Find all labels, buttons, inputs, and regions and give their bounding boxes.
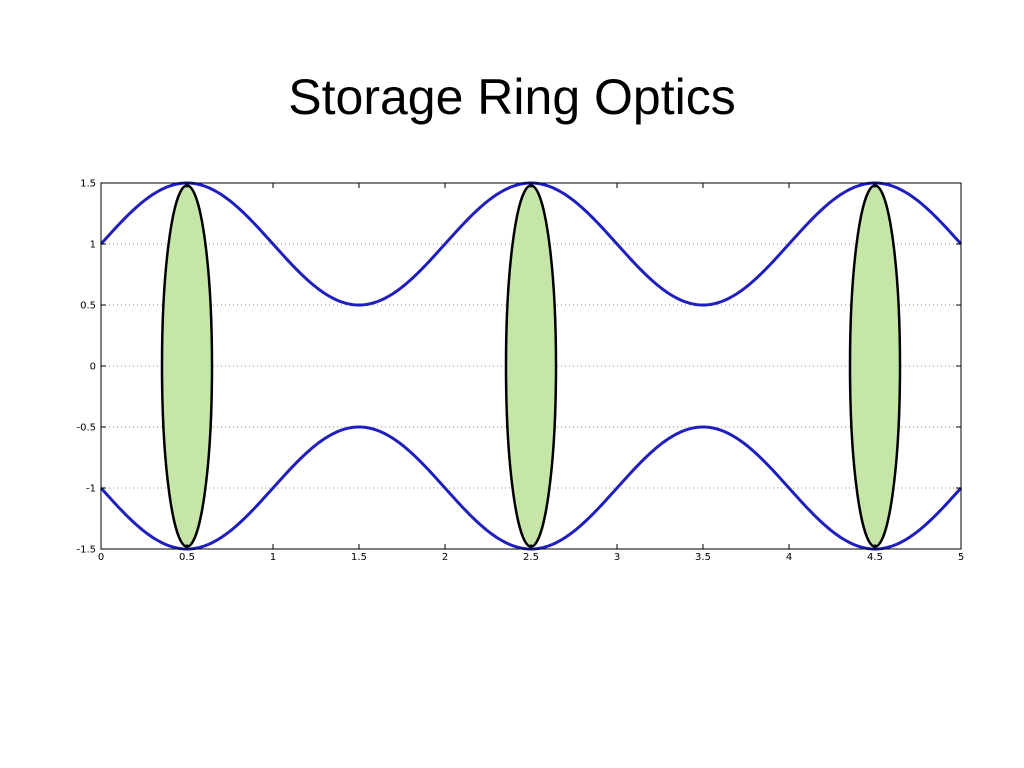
y-tick-label-3: 0 xyxy=(90,362,96,373)
x-tick-label-6: 3 xyxy=(614,552,620,563)
phase-space-ellipse-3 xyxy=(848,184,902,548)
x-tick-label-9: 4.5 xyxy=(867,552,883,563)
y-tick-label-6: -1.5 xyxy=(76,545,96,556)
y-tick-label-0: 1.5 xyxy=(80,179,96,190)
slide-title: Storage Ring Optics xyxy=(288,69,736,125)
grid-lines xyxy=(101,243,961,489)
x-tick-label-3: 1.5 xyxy=(351,552,367,563)
x-tick-label-7: 3.5 xyxy=(695,552,711,563)
x-tick-label-4: 2 xyxy=(442,552,448,563)
x-tick-label-8: 4 xyxy=(786,552,792,563)
x-tick-label-10: 5 xyxy=(958,552,964,563)
y-tick-label-1: 1 xyxy=(90,240,96,251)
axes xyxy=(100,182,962,550)
y-tick-label-4: -0.5 xyxy=(76,423,96,434)
x-tick-label-0: 0 xyxy=(98,552,104,563)
x-tick-label-1: 0.5 xyxy=(179,552,195,563)
tick-labels: 0 0.5 1 1.5 2 2.5 3 3.5 4 4.5 5 1.5 1 0.5 0 -0.5 -1 -1.5 xyxy=(76,179,964,564)
x-tick-label-5: 2.5 xyxy=(523,552,539,563)
phase-space-ellipse-1 xyxy=(160,184,214,548)
y-tick-label-2: 0.5 xyxy=(80,301,96,312)
x-tick-label-2: 1 xyxy=(270,552,276,563)
phase-space-ellipse-2 xyxy=(504,184,558,548)
y-tick-label-5: -1 xyxy=(86,484,96,495)
